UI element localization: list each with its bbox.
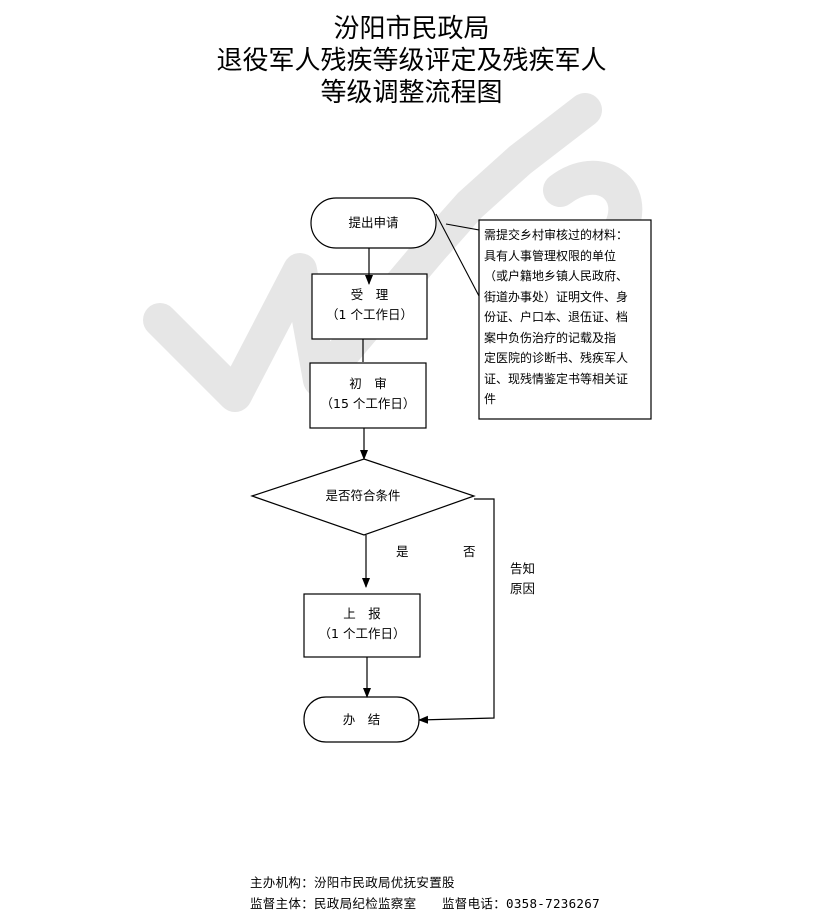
no-label: 否	[463, 544, 476, 559]
accept-days: （1 个工作日）	[326, 307, 413, 322]
note-line: 具有人事管理权限的单位	[484, 248, 617, 263]
note-line: 需提交乡村审核过的材料：	[484, 228, 629, 242]
note-line: 街道办事处）证明文件、身	[484, 289, 629, 304]
start-node	[310, 197, 437, 249]
note-line: 案中负伤治疗的记载及指	[484, 330, 617, 345]
note-line: 份证、户口本、退伍证、档	[484, 310, 629, 324]
decision-label: 是否符合条件	[325, 488, 401, 503]
report-node	[303, 593, 421, 658]
title-line-2: 退役军人残疾等级评定及残疾军人	[216, 46, 607, 76]
note-box	[478, 219, 652, 420]
notify-label-2: 原因	[510, 581, 536, 596]
notify-label-1: 告知	[510, 561, 536, 576]
report-days: （1 个工作日）	[318, 626, 406, 641]
end-label: 办 结	[342, 712, 381, 727]
title-line-3: 等级调整流程图	[320, 78, 503, 108]
yes-label: 是	[396, 544, 409, 559]
note-line: 证、现残情鉴定书等相关证	[484, 371, 629, 386]
materials-note: 需提交乡村审核过的材料： 具有人事管理权限的单位 （或户籍地乡镇人民政府、 街道…	[484, 225, 646, 410]
footer-supervisor: 监督主体：民政局纪检监察室 监督电话：0358-7236267	[250, 896, 600, 911]
decision-node	[250, 458, 476, 536]
review-node	[309, 362, 427, 429]
start-label: 提出申请	[348, 215, 399, 230]
title-line-1: 汾阳市民政局	[333, 14, 490, 44]
note-callout	[435, 213, 480, 297]
report-title: 上 报	[343, 606, 381, 621]
note-line: （或户籍地乡镇人民政府、	[484, 269, 629, 283]
accept-title: 受 理	[350, 287, 389, 302]
note-line: 件	[484, 392, 497, 406]
review-days: （15 个工作日）	[320, 396, 416, 411]
arrow-no-branch	[418, 498, 495, 724]
review-title: 初 审	[349, 376, 387, 391]
footer-organizer: 主办机构：汾阳市民政局优抚安置股	[250, 875, 455, 890]
note-line: 定医院的诊断书、残疾军人	[484, 351, 629, 365]
